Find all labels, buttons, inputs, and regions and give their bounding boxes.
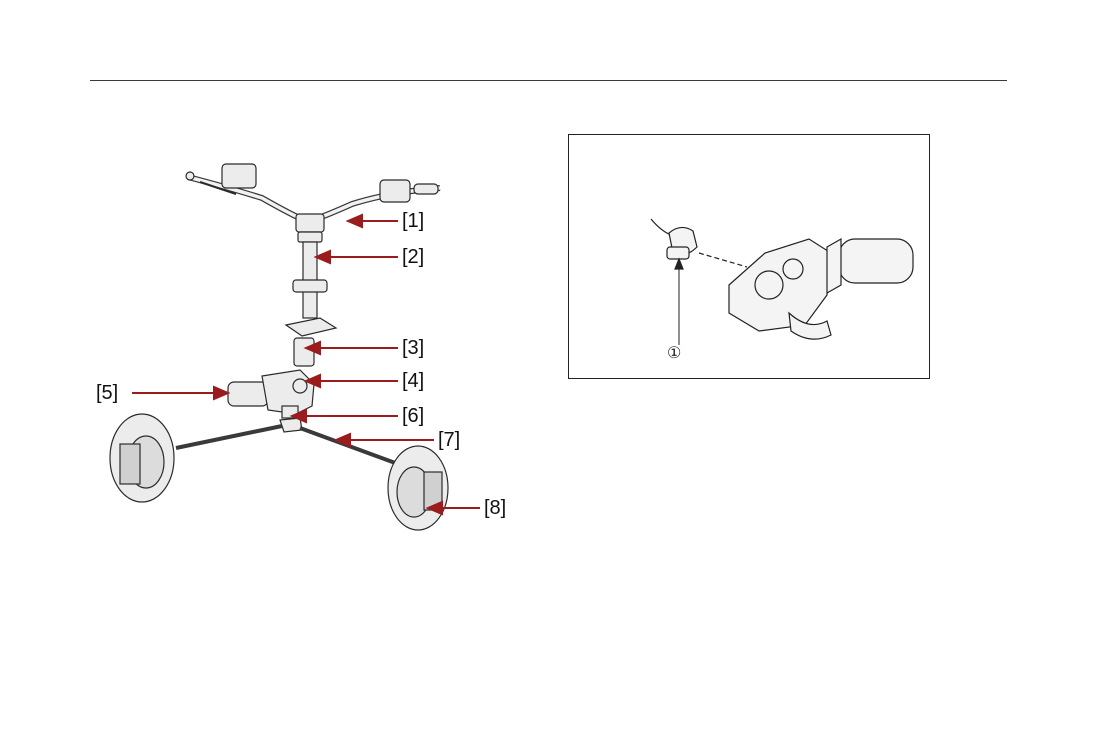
header-rule	[90, 80, 1007, 81]
handlebar-clamp	[295, 213, 325, 233]
callout-label-2: [2]	[402, 246, 425, 268]
left-switch-housing	[221, 163, 257, 189]
callout-label-8: [8]	[484, 497, 507, 519]
callout-label-7: [7]	[438, 429, 461, 451]
eps-connector-diagram	[650, 218, 914, 345]
callout-label-1: [1]	[402, 210, 425, 232]
right-switch-housing	[379, 179, 411, 203]
callout-label-3: [3]	[402, 337, 425, 359]
eps-motor-inset	[838, 238, 914, 284]
tie-rod-left	[175, 424, 283, 450]
steering-assembly-diagram	[109, 163, 480, 531]
callout-label-6: [6]	[402, 405, 425, 427]
callout-label-4: [4]	[402, 370, 425, 392]
inset-callout-number: ①	[667, 343, 682, 362]
eps-motor	[227, 381, 269, 407]
callout-label-5: [5]	[96, 382, 119, 404]
inset-figure	[568, 134, 930, 379]
universal-joint	[293, 337, 315, 367]
